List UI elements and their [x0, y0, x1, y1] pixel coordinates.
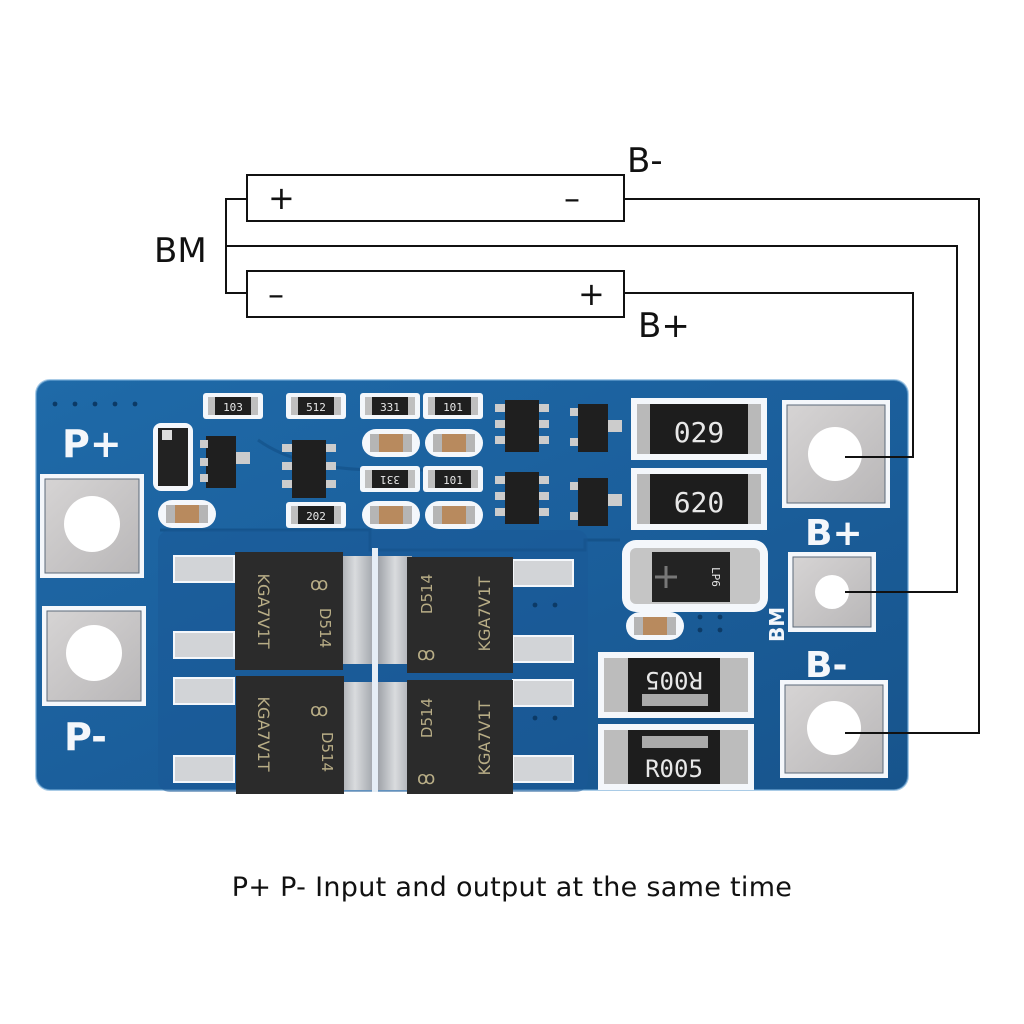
smd-resistor-101-bottom: 101 — [423, 466, 483, 492]
sot23-6-ic-right-bottom — [495, 472, 549, 524]
sot23-ic-far-right-bottom — [570, 478, 622, 526]
silk-p-minus: P- — [64, 715, 107, 759]
silk-b-plus: B+ — [805, 513, 863, 554]
smd-resistor-202: 202 — [286, 502, 346, 528]
cell-top-left-terminal: + — [268, 179, 295, 217]
mosfet-code: D514 — [418, 574, 436, 614]
smd-diode: LP6 — [622, 540, 768, 612]
battery-cell-bottom — [246, 270, 625, 318]
shunt-resistor-bottom: R005 — [598, 724, 754, 790]
mosfet-part: KGA7V1T — [254, 574, 273, 649]
smd-resistor-103: 103 — [203, 393, 263, 419]
shunt-resistor-top: R005 — [598, 652, 754, 718]
ao-logo-icon: ꝏ — [417, 768, 435, 789]
p-plus-pad[interactable] — [40, 474, 144, 578]
resistor-code: 103 — [223, 401, 243, 414]
bm-label: BM — [154, 231, 207, 271]
resistor-code: 512 — [306, 401, 326, 414]
mosfet-code: D514 — [318, 732, 336, 772]
silk-bm: BM — [765, 607, 789, 642]
b-plus-pad[interactable] — [782, 400, 890, 508]
ao-logo-icon: ꝏ — [310, 574, 328, 595]
ao-logo-icon: ꝏ — [417, 644, 435, 665]
mosfet-q3: KGA7V1T D514 ꝏ — [236, 676, 344, 794]
cell-bottom-left-terminal: – — [268, 275, 284, 313]
bms-board: P+ P- B+ B- BM — [35, 379, 909, 794]
small-diode — [153, 423, 193, 491]
b-minus-label: B- — [627, 141, 663, 181]
silk-b-minus: B- — [805, 645, 847, 686]
sot23-ic-left — [200, 436, 250, 488]
resistor-code: 101 — [443, 401, 463, 414]
sot23-ic-far-right-top — [570, 404, 622, 452]
caption-text: P+ P- Input and output at the same time — [231, 872, 793, 903]
smd-resistor-620: 620 — [631, 468, 767, 530]
mosfet-q4: D514 KGA7V1T ꝏ — [407, 680, 513, 794]
cell-bottom-right-terminal: + — [578, 275, 605, 313]
via-row — [52, 401, 723, 721]
smd-resistor-512: 512 — [286, 393, 346, 419]
resistor-code: 331 — [380, 401, 400, 414]
wire-endpoints — [845, 456, 979, 734]
resistor-code: 202 — [306, 510, 326, 523]
mosfet-part: KGA7V1T — [475, 576, 494, 651]
shunt-code: R005 — [645, 666, 703, 694]
shunt-code: R005 — [645, 755, 703, 783]
p-minus-pad[interactable] — [42, 606, 146, 706]
mosfet-legs — [173, 555, 574, 783]
mosfet-q1: KGA7V1T D514 ꝏ — [235, 552, 343, 670]
mosfet-part: KGA7V1T — [475, 700, 494, 775]
resistor-code: 331 — [380, 473, 400, 486]
mosfet-part: KGA7V1T — [254, 697, 273, 772]
ao-logo-icon: ꝏ — [310, 700, 328, 721]
smd-resistor-331-top: 331 — [360, 393, 420, 419]
mosfet-q2: D514 KGA7V1T ꝏ — [407, 557, 513, 673]
smd-resistor-101-top: 101 — [423, 393, 483, 419]
diode-mark: LP6 — [709, 567, 722, 587]
b-minus-pad[interactable] — [780, 680, 888, 778]
silk-p-plus: P+ — [62, 422, 122, 466]
sot23-6-ic-right-top — [495, 400, 549, 452]
smd-resistor-331-bottom: 331 — [360, 466, 420, 492]
cell-top-right-terminal: – — [564, 179, 580, 217]
mosfet-code: D514 — [316, 608, 334, 648]
smd-capacitors — [158, 429, 684, 640]
mosfet-code: D514 — [418, 698, 436, 738]
resistor-code: 029 — [674, 416, 725, 449]
b-plus-label: B+ — [638, 306, 690, 346]
smd-resistor-029: 029 — [631, 398, 767, 460]
resistor-code: 620 — [674, 486, 725, 519]
sot23-6-ic-middle — [282, 440, 336, 498]
resistor-code: 101 — [443, 474, 463, 487]
